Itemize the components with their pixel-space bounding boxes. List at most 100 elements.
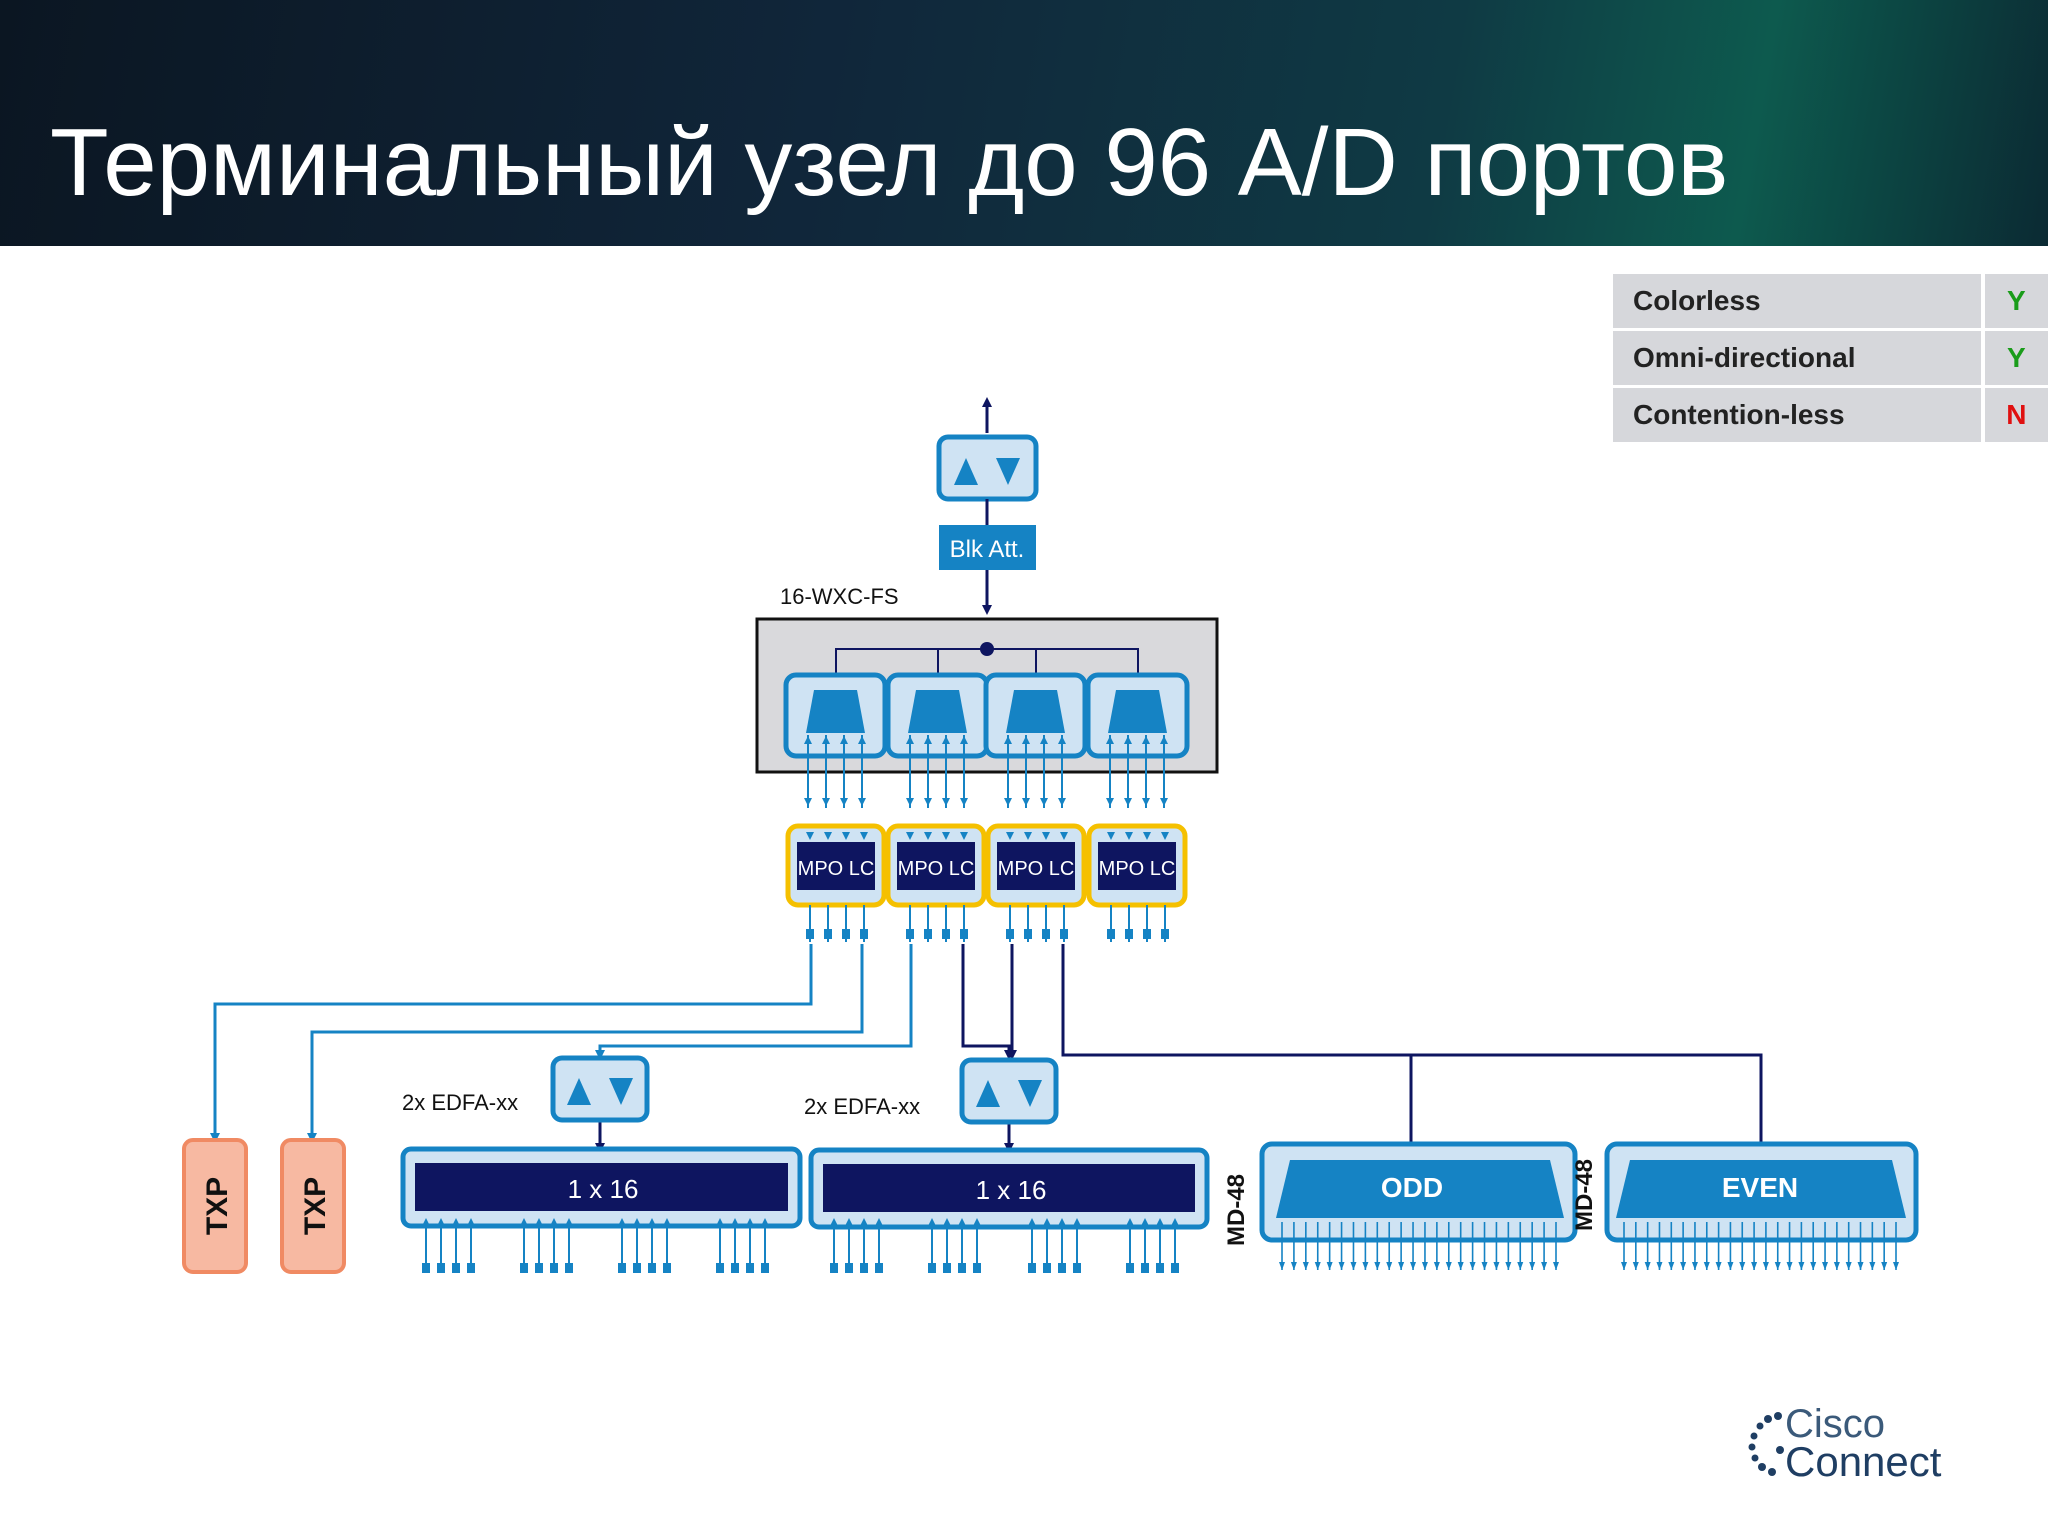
feature-label: Omni-directional <box>1613 331 1981 385</box>
md-port <box>1822 1222 1829 1270</box>
md-port <box>1445 1222 1452 1270</box>
md-port <box>1326 1222 1333 1270</box>
md-port <box>1529 1222 1536 1270</box>
feature-row: Contention-less N <box>1613 388 2048 442</box>
splitter-port <box>1058 1218 1066 1273</box>
amplifier-icon <box>567 1078 633 1105</box>
md-port <box>1469 1222 1476 1270</box>
splitter-port <box>535 1218 543 1273</box>
wxc-label: 16-WXC-FS <box>780 584 899 609</box>
splitter-port <box>618 1218 626 1273</box>
feature-value: N <box>1980 388 2048 442</box>
mpo-lc-module: MPO LC <box>885 823 987 942</box>
md-port <box>1457 1222 1464 1270</box>
wxc-module <box>755 617 1219 808</box>
md-port <box>1869 1222 1876 1270</box>
md-port <box>1668 1222 1675 1270</box>
md-port <box>1541 1222 1548 1270</box>
md-port <box>1786 1222 1793 1270</box>
splitter-port <box>437 1218 445 1273</box>
md-port <box>1727 1222 1734 1270</box>
md-port <box>1350 1222 1357 1270</box>
md-ports <box>1279 1222 1899 1270</box>
amplifier-icon <box>954 458 1020 485</box>
feature-row: Omni-directional Y <box>1613 331 2048 385</box>
mpo-label: MPO LC <box>798 858 875 880</box>
md-port <box>1810 1222 1817 1270</box>
splitter-label: 1 x 16 <box>568 1174 639 1204</box>
md-port <box>1302 1222 1309 1270</box>
md-port <box>1493 1222 1500 1270</box>
splitter-port <box>1141 1218 1149 1273</box>
splitter-port <box>633 1218 641 1273</box>
logo-line2: Connect <box>1785 1438 1942 1485</box>
splitter-port <box>550 1218 558 1273</box>
splitter-port <box>943 1218 951 1273</box>
splitter-port <box>422 1218 430 1273</box>
md-port <box>1739 1222 1746 1270</box>
amplifier-icon <box>976 1080 1042 1107</box>
feature-value: Y <box>1980 274 2048 328</box>
splitter-ports <box>422 1218 1179 1273</box>
md-port <box>1632 1222 1639 1270</box>
splitter-port <box>958 1218 966 1273</box>
md-port <box>1833 1222 1840 1270</box>
splitter-port <box>452 1218 460 1273</box>
splitter-port <box>928 1218 936 1273</box>
wss-unit <box>885 672 990 808</box>
md-label: MD-48 <box>1223 1174 1250 1246</box>
txp-label: TXP <box>201 1177 234 1235</box>
md-port <box>1881 1222 1888 1270</box>
md-port <box>1421 1222 1428 1270</box>
md-port <box>1715 1222 1722 1270</box>
splitter-port <box>1043 1218 1051 1273</box>
md-port <box>1410 1222 1417 1270</box>
feature-label: Colorless <box>1613 274 1981 328</box>
md-port <box>1362 1222 1369 1270</box>
cisco-connect-logo: Cisco Connect <box>1740 1402 1960 1492</box>
mpo-label: MPO LC <box>1099 858 1176 880</box>
md-port <box>1691 1222 1698 1270</box>
splitter-port <box>648 1218 656 1273</box>
wss-unit <box>1085 672 1190 808</box>
txp-1: TXP <box>182 1138 248 1274</box>
splitter-port <box>1073 1218 1081 1273</box>
splitter-label: 1 x 16 <box>976 1175 1047 1205</box>
edfa-right <box>959 1057 1059 1125</box>
md-port <box>1751 1222 1758 1270</box>
feature-table: Colorless Y Omni-directional Y Contentio… <box>1613 271 2048 445</box>
txp-2: TXP <box>280 1138 346 1274</box>
splitter-port <box>1171 1218 1179 1273</box>
md-port <box>1857 1222 1864 1270</box>
md-even-label: EVEN <box>1722 1172 1798 1203</box>
mpo-label: MPO LC <box>898 858 975 880</box>
connection-lines <box>210 944 1766 1165</box>
cisco-logo-icon <box>1748 1412 1784 1476</box>
md-port <box>1656 1222 1663 1270</box>
md-port <box>1680 1222 1687 1270</box>
md-port <box>1621 1222 1627 1270</box>
md-port <box>1433 1222 1440 1270</box>
md-port <box>1314 1222 1321 1270</box>
splitter-port <box>565 1218 573 1273</box>
md-port <box>1386 1222 1393 1270</box>
md-port <box>1703 1222 1710 1270</box>
md-port <box>1893 1222 1899 1270</box>
blk-att-label: Blk Att. <box>950 536 1025 563</box>
wss-unit <box>983 672 1088 808</box>
md-port <box>1517 1222 1524 1270</box>
md48-odd: ODD <box>1259 1141 1578 1243</box>
splitter-left: 1 x 16 <box>400 1146 803 1229</box>
md-port <box>1774 1222 1781 1270</box>
splitter-port <box>716 1218 724 1273</box>
mpo-lc-module: MPO LC <box>1086 823 1188 942</box>
edfa-label: 2x EDFA-xx <box>804 1094 920 1119</box>
md-port <box>1644 1222 1651 1270</box>
feature-label: Contention-less <box>1613 388 1981 442</box>
md-port <box>1845 1222 1852 1270</box>
splitter-port <box>860 1218 868 1273</box>
splitter-right: 1 x 16 <box>808 1147 1210 1230</box>
md-odd-label: ODD <box>1381 1172 1443 1203</box>
